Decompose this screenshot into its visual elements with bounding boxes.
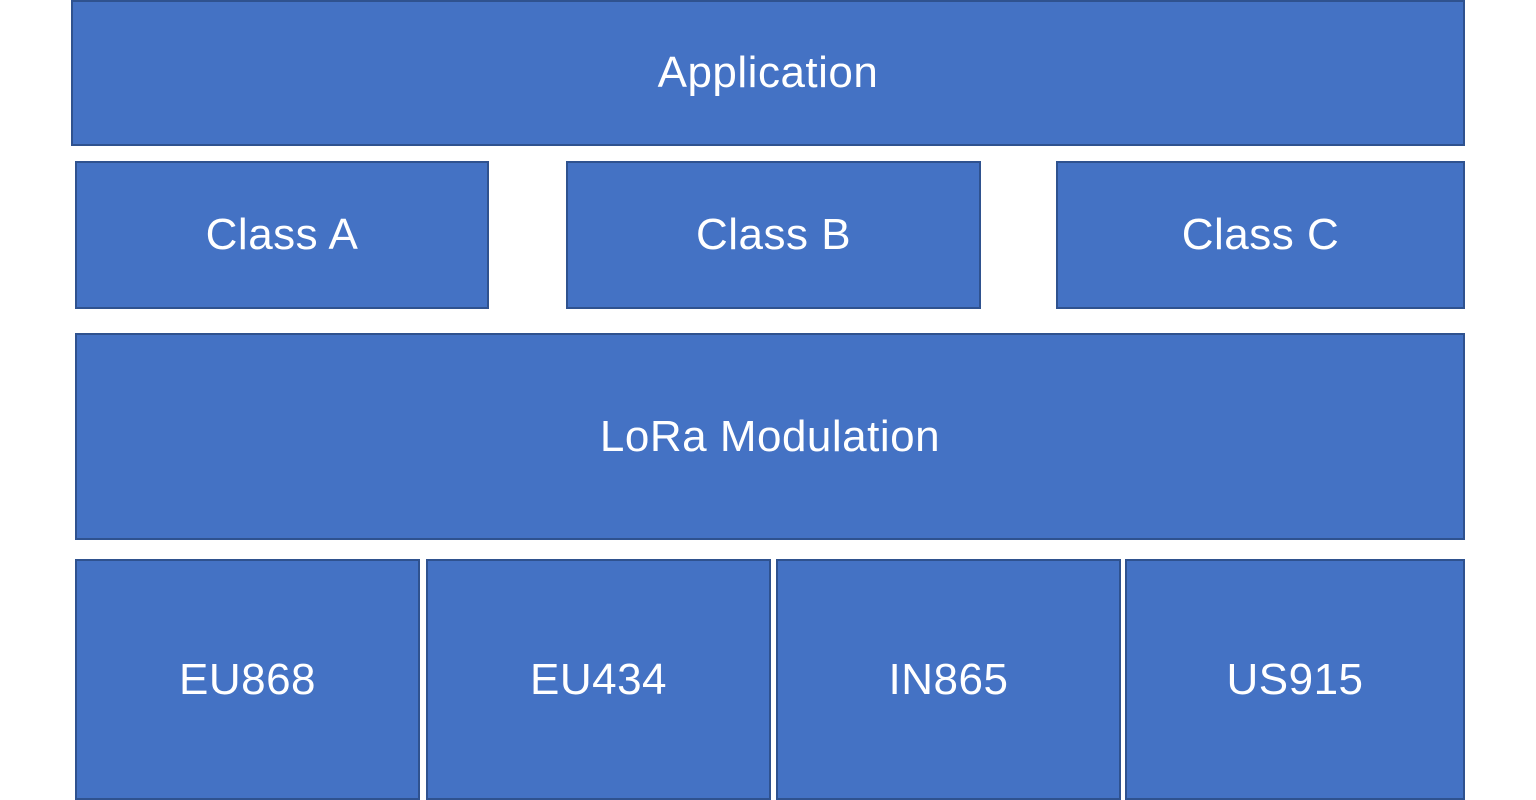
region-eu868-block: EU868 bbox=[75, 559, 420, 800]
class-c-label: Class C bbox=[1181, 210, 1340, 259]
region-eu434-label: EU434 bbox=[529, 654, 668, 704]
class-c-block: Class C bbox=[1056, 161, 1465, 309]
region-us915-block: US915 bbox=[1125, 559, 1465, 800]
application-layer-block: Application bbox=[71, 0, 1465, 146]
region-in865-block: IN865 bbox=[776, 559, 1121, 800]
region-us915-label: US915 bbox=[1226, 654, 1364, 704]
class-a-label: Class A bbox=[205, 210, 359, 259]
class-a-block: Class A bbox=[75, 161, 489, 309]
lora-modulation-label: LoRa Modulation bbox=[599, 411, 941, 461]
class-b-block: Class B bbox=[566, 161, 981, 309]
application-layer-label: Application bbox=[657, 48, 879, 97]
region-in865-label: IN865 bbox=[888, 654, 1009, 704]
region-eu868-label: EU868 bbox=[178, 654, 317, 704]
region-eu434-block: EU434 bbox=[426, 559, 771, 800]
class-b-label: Class B bbox=[695, 210, 852, 259]
lora-modulation-block: LoRa Modulation bbox=[75, 333, 1465, 540]
